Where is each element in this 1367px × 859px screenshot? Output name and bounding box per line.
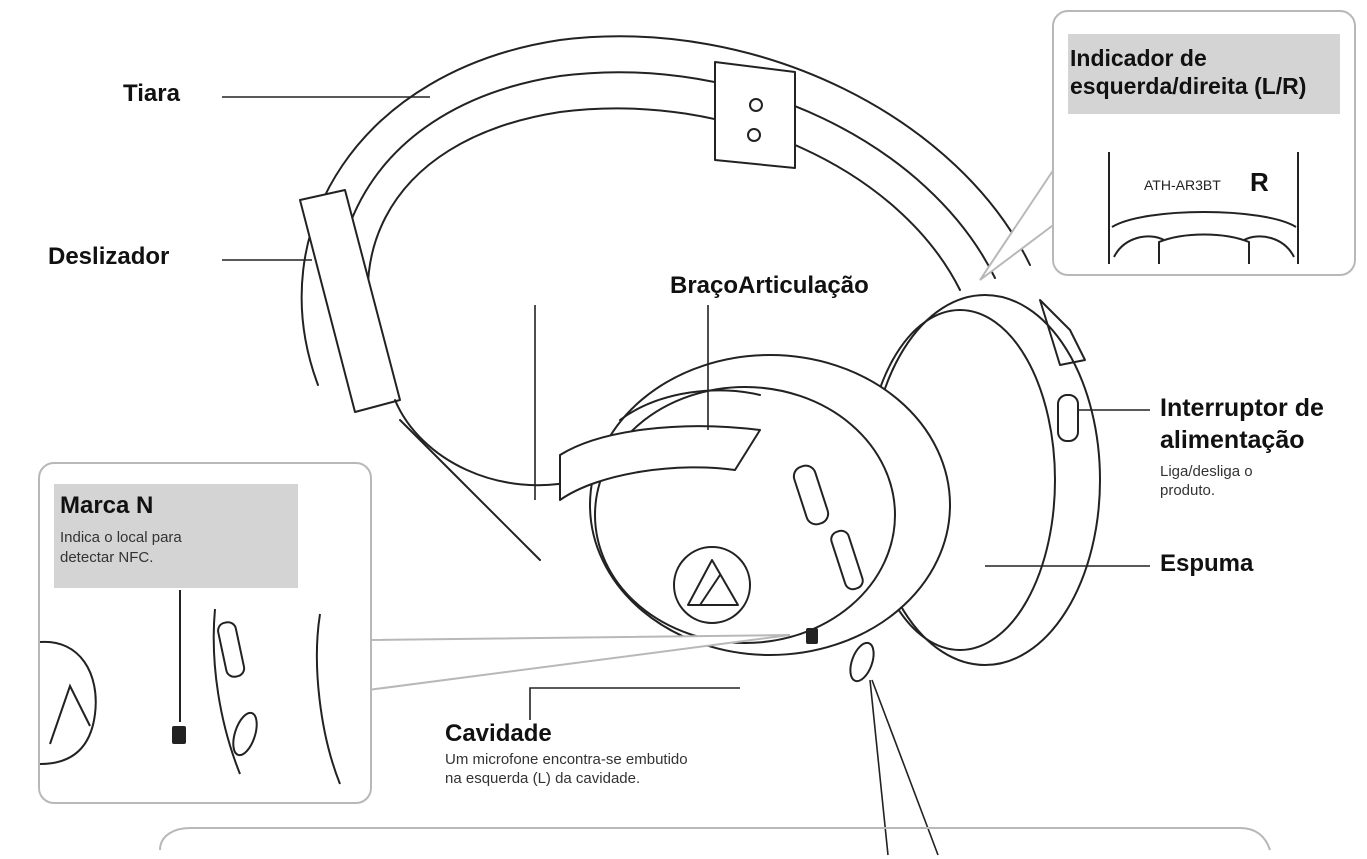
lr-indicator-inset: Indicador de esquerda/direita (L/R) ATH-… [1052,10,1356,276]
nfc-inset: Marca N Indica o local para detectar NFC… [38,462,372,804]
lr-inset-title: Indicador de esquerda/direita (L/R) [1070,44,1306,100]
power-switch-label-line1: Interruptor de [1160,394,1324,422]
hinge-label: Articulação [738,272,869,299]
earpad-label: Espuma [1160,550,1254,577]
nfc-mark-icon [806,628,818,644]
power-switch-desc-line1: Liga/desliga o [1160,463,1253,480]
power-switch-label: Interruptor de alimentação [1160,392,1324,456]
nfc-inset-desc-line2: detectar NFC. [60,549,154,566]
housing-leader [529,687,740,720]
lr-model-text: ATH-AR3BT [1144,177,1221,193]
nfc-inset-title: Marca N [60,492,154,519]
arm-label: Braço [670,272,739,299]
nfc-inset-mark-icon [172,726,186,744]
lr-inset-title-line1: Indicador de [1070,45,1207,71]
housing-label: Cavidade [445,720,552,747]
headband-label: Tiara [123,80,180,107]
housing-desc-line1: Um microfone encontra-se embutido [445,751,688,768]
slider-block [299,189,401,413]
power-switch-label-line2: alimentação [1160,426,1305,454]
lr-inset-header: Indicador de esquerda/direita (L/R) [1068,34,1340,114]
power-switch-desc-line2: produto. [1160,482,1216,499]
housing-desc: Um microfone encontra-se embutido na esq… [445,750,688,788]
lr-side-letter: R [1250,167,1269,197]
lr-inset-drawing [1108,152,1299,264]
slider-label: Deslizador [48,243,170,270]
arm-hinge-label: BraçoArticulação [670,272,869,300]
nfc-inset-desc: Indica o local para detectar NFC. [60,528,182,568]
nfc-inset-drawing [40,590,341,785]
nfc-inset-header: Marca N Indica o local para detectar NFC… [54,484,298,588]
headband-inner [366,107,961,396]
logo-icon [673,546,751,624]
power-switch-desc: Liga/desliga o produto. [1160,462,1253,500]
nfc-inset-desc-line1: Indica o local para [60,529,182,546]
power-switch [1057,394,1079,442]
housing-desc-line2: na esquerda (L) da cavidade. [445,770,641,787]
lr-inset-title-line2: esquerda/direita (L/R) [1070,73,1307,99]
